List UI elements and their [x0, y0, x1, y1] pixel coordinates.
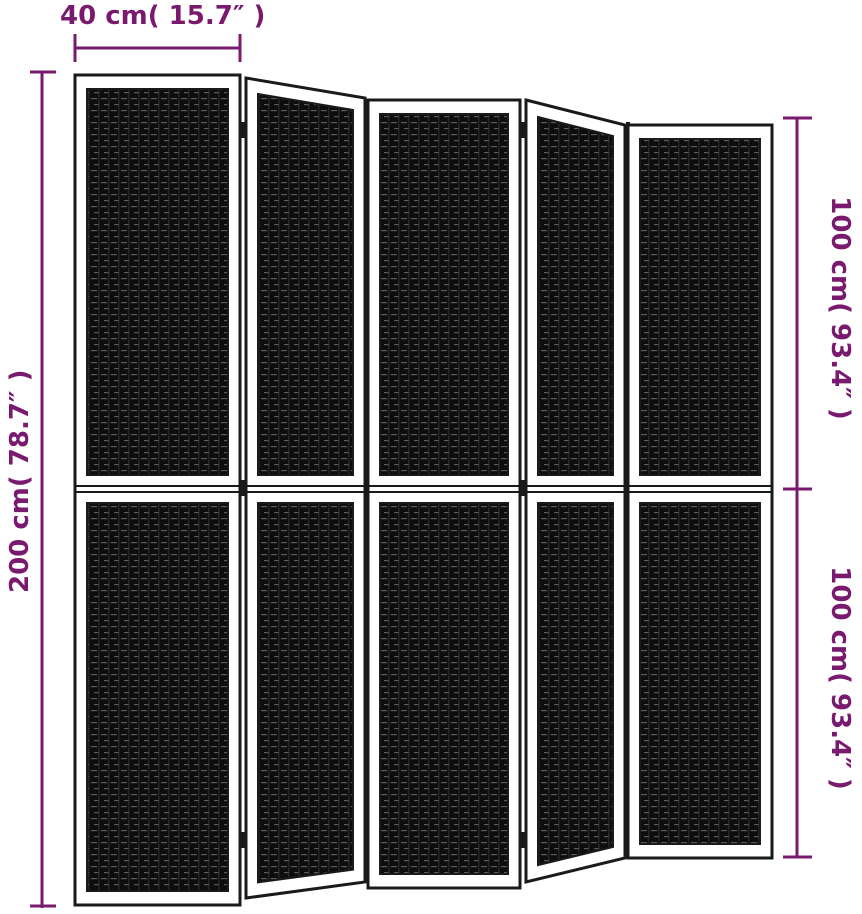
woven-insert-bottom [379, 502, 509, 875]
hinge [521, 122, 525, 138]
woven-insert-top [257, 92, 354, 476]
hinge [241, 122, 245, 138]
woven-insert-bottom [639, 502, 761, 845]
woven-insert-bottom [86, 502, 229, 892]
woven-insert-bottom [537, 502, 614, 867]
hinge [241, 480, 245, 496]
woven-insert-bottom [257, 502, 354, 884]
bottom-section-dimension-label: 100 cm( 93.4″ ) [825, 566, 855, 790]
total-height-dimension-label: 200 cm( 78.7″ ) [5, 369, 35, 593]
screen-panel [366, 98, 525, 890]
hinge [241, 832, 245, 848]
dimension-lines [30, 34, 812, 908]
woven-insert-top [86, 88, 229, 476]
screen-panel [244, 76, 370, 900]
screen-panel [524, 98, 630, 884]
woven-insert-top [639, 138, 761, 476]
screen-panels [73, 73, 774, 907]
top-section-dimension-label: 100 cm( 93.4″ ) [825, 196, 855, 420]
woven-insert-top [379, 113, 509, 476]
woven-insert-top [537, 115, 614, 476]
screen-panel [626, 123, 774, 860]
screen-panel [73, 73, 245, 907]
hinge [521, 480, 525, 496]
hinge [521, 832, 525, 848]
width-dimension-label: 40 cm( 15.7″ ) [60, 1, 266, 31]
